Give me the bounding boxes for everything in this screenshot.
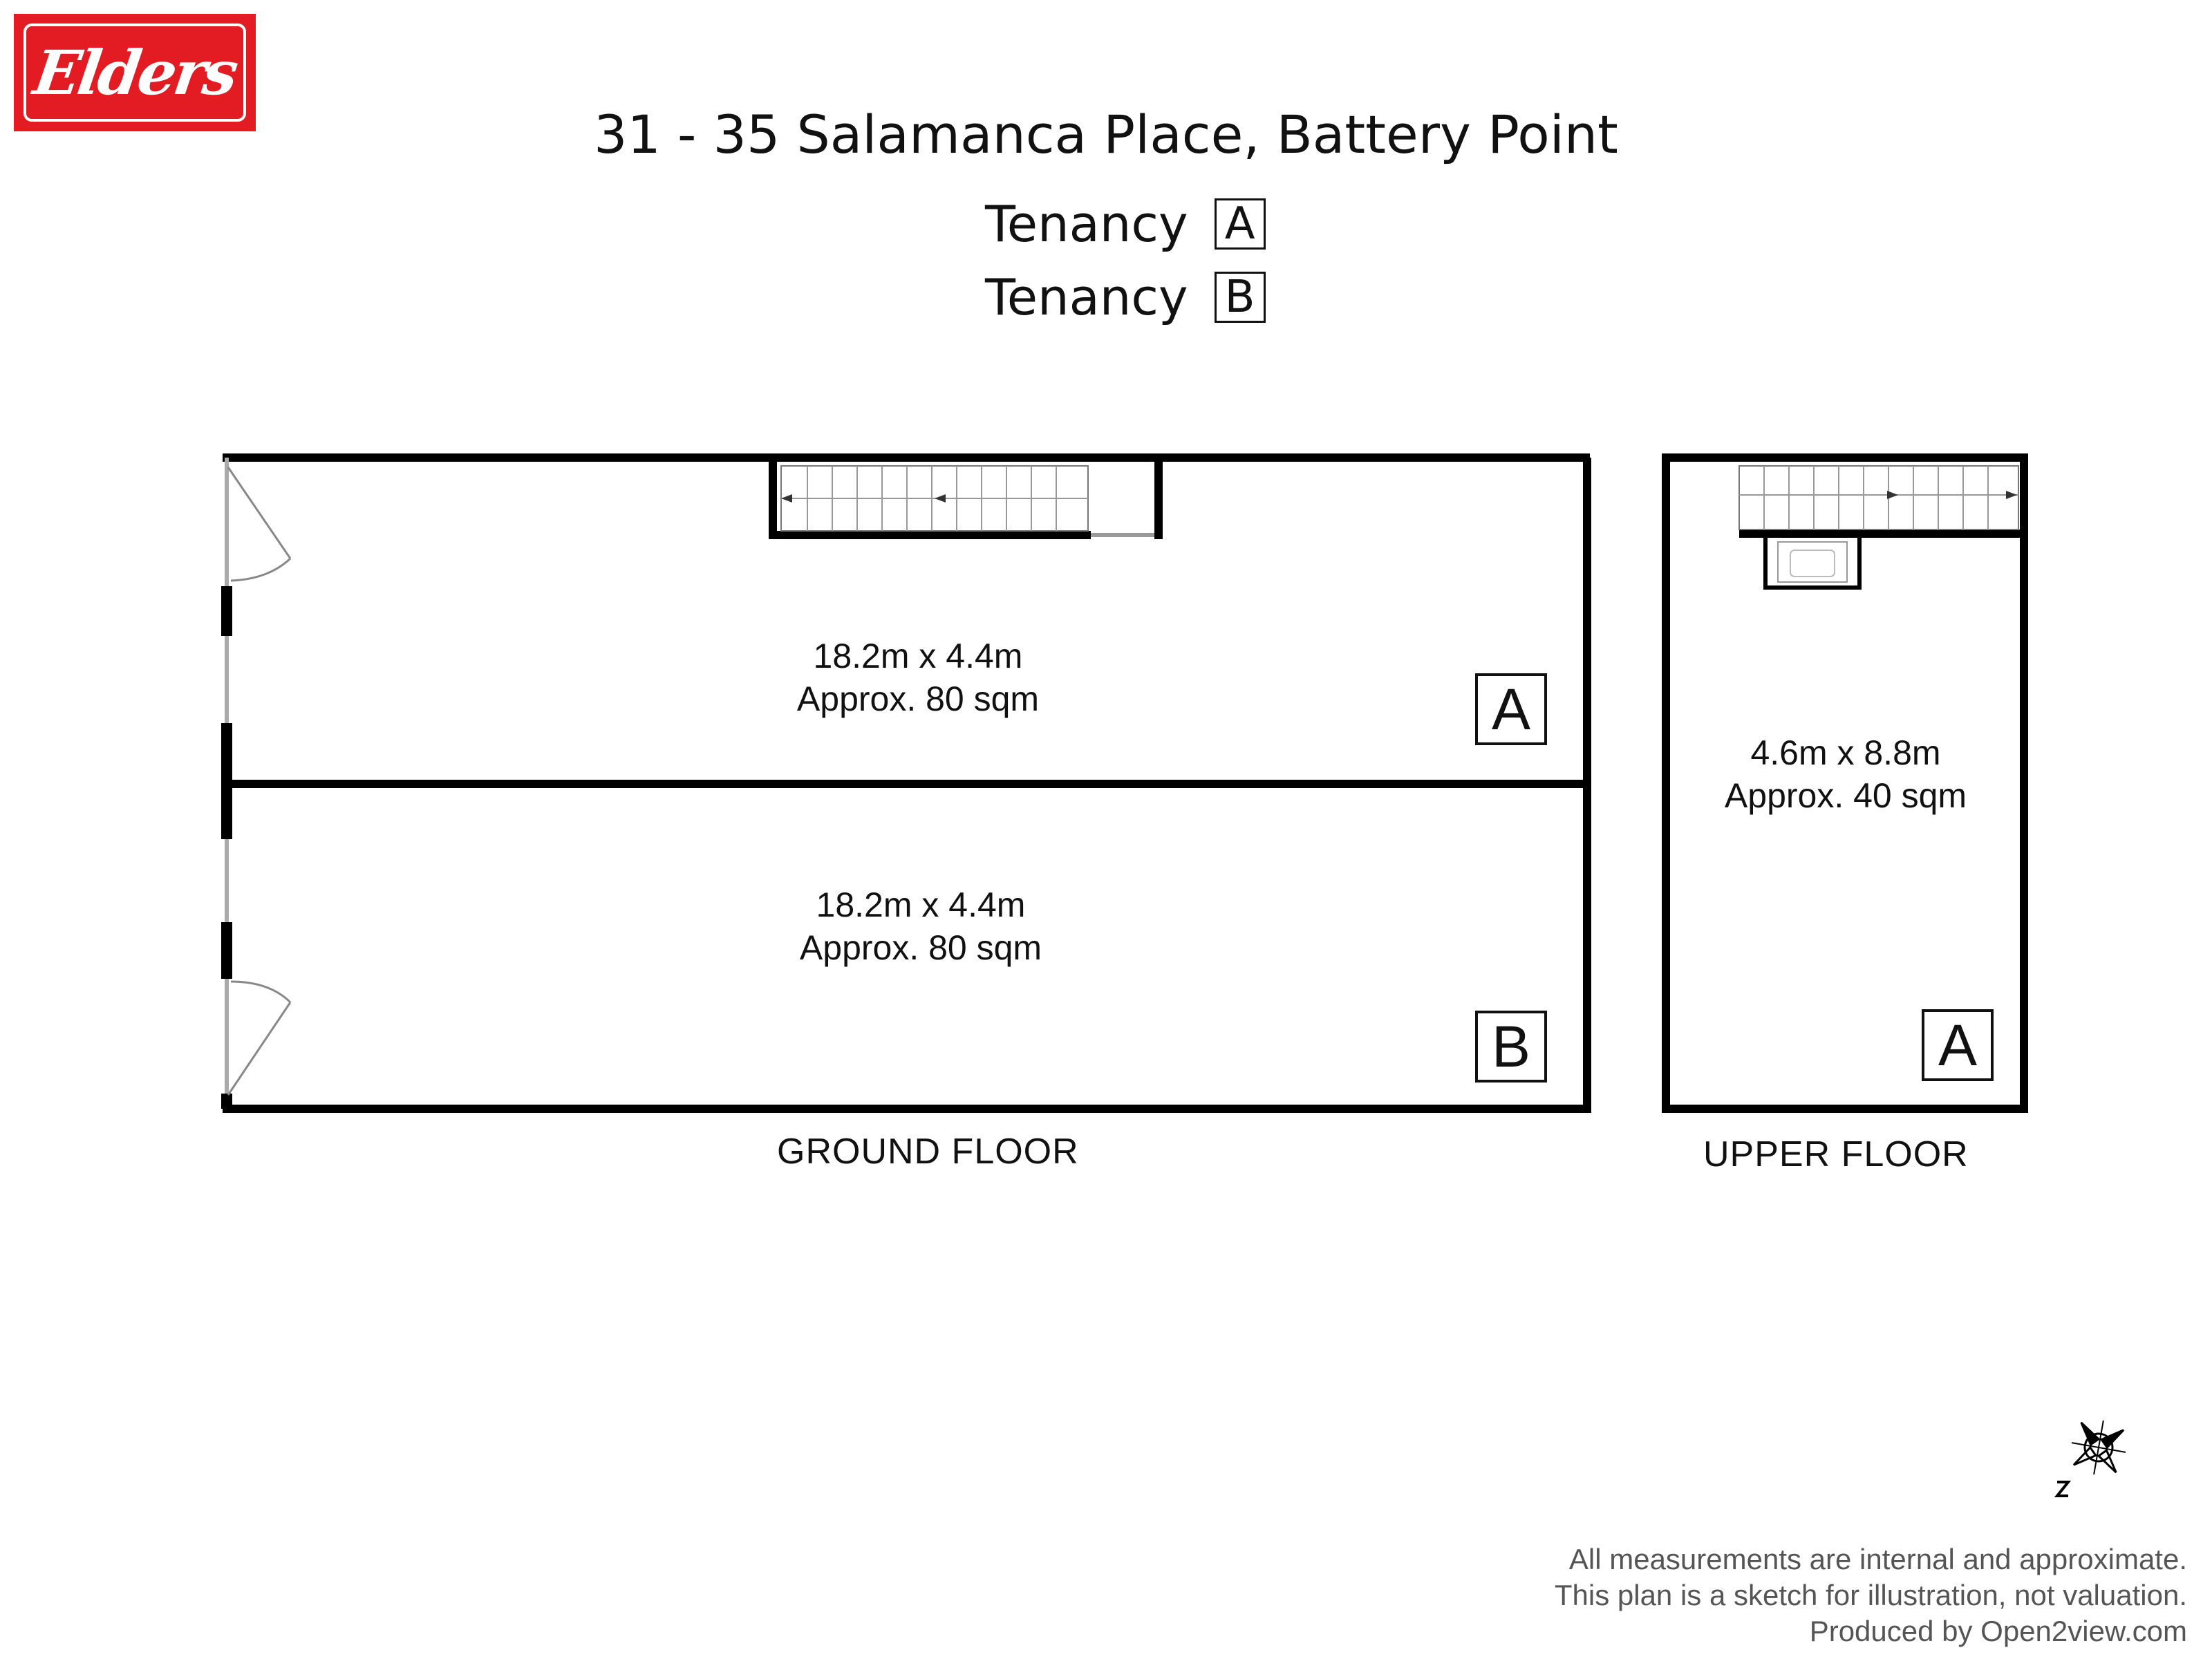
door-tenancy-b (227, 980, 292, 1096)
upper-floor-label: UPPER FLOOR (1703, 1134, 1969, 1174)
tenancy-tag-a-upper: A (1922, 1009, 1994, 1081)
legend-tag: A (1214, 198, 1266, 250)
legend-label: Tenancy (985, 195, 1188, 253)
room-area: Approx. 80 sqm (799, 928, 1042, 967)
legend-label: Tenancy (985, 268, 1188, 326)
wall-pier (221, 1094, 232, 1109)
legend-tag: B (1214, 272, 1266, 323)
tenancy-tag-a-ground: A (1475, 673, 1547, 745)
elders-logo: Elders (14, 14, 256, 131)
wall-pier (221, 586, 232, 636)
producer-credit: Produced by Open2view.com (1809, 1615, 2187, 1647)
disclaimer-line: This plan is a sketch for illustration, … (1554, 1579, 2187, 1611)
ground-floor-label: GROUND FLOOR (777, 1132, 1079, 1172)
legend-item-tenancy-b: Tenancy B (985, 268, 1266, 326)
wall-pier (221, 723, 232, 839)
room-dimensions: 18.2m x 4.4m (816, 885, 1026, 924)
upper-floor-walls (1662, 453, 2028, 1113)
disclaimer-line: All measurements are internal and approx… (1568, 1543, 2187, 1575)
legend-item-tenancy-a: Tenancy A (985, 195, 1266, 253)
room-area: Approx. 80 sqm (796, 679, 1040, 718)
room-tenancy-a-upper: 4.6m x 8.8m Approx. 40 sqm (1638, 731, 2053, 817)
door-tenancy-a (227, 467, 292, 582)
room-dimensions: 4.6m x 8.8m (1750, 733, 1941, 772)
ground-floor-walls (223, 453, 1591, 1113)
room-area: Approx. 40 sqm (1724, 776, 1967, 815)
upper-stairs (1738, 465, 2019, 530)
disclaimer: All measurements are internal and approx… (1555, 1541, 2187, 1649)
north-arrow-icon (2054, 1420, 2126, 1497)
room-dimensions: 18.2m x 4.4m (813, 637, 1023, 675)
ground-stair-enclosure (769, 458, 1163, 539)
logo-border: Elders (24, 24, 246, 122)
wall-pier (221, 922, 232, 979)
vanity-basin (1763, 538, 1862, 590)
room-tenancy-b-ground: 18.2m x 4.4m Approx. 80 sqm (713, 883, 1128, 969)
room-tenancy-a-ground: 18.2m x 4.4m Approx. 80 sqm (711, 635, 1125, 720)
ground-left-wall (221, 458, 232, 1109)
tenancy-tag-b-ground: B (1475, 1011, 1547, 1082)
page-title: 31 - 35 Salamanca Place, Battery Point (594, 104, 1618, 165)
